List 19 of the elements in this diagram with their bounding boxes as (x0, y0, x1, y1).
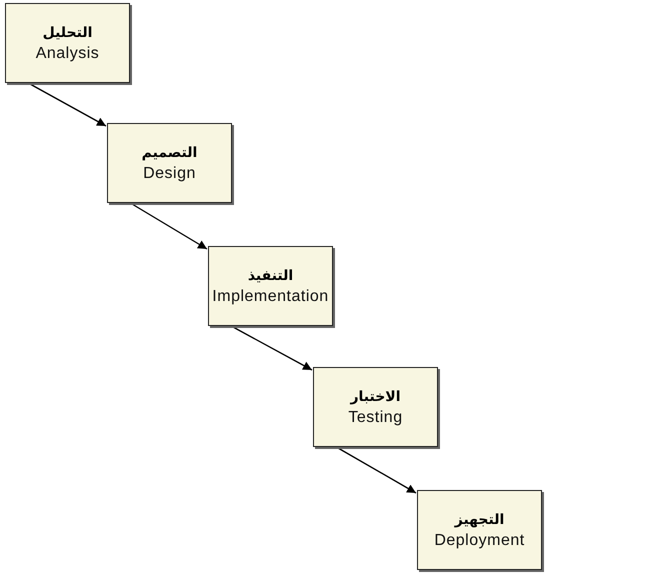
english-label: Design (143, 164, 196, 184)
arrow (338, 447, 416, 494)
process-box (417, 490, 542, 570)
english-label: Deployment (434, 530, 525, 550)
arabic-label: التجهيز (454, 510, 504, 530)
arrow (132, 203, 208, 250)
process-box (5, 3, 130, 83)
arabic-label: التحليل (42, 24, 92, 42)
process-box (208, 246, 333, 326)
english-label: Analysis (36, 44, 100, 64)
process-box (107, 123, 232, 203)
arabic-label: التنفيذ (248, 266, 294, 286)
english-label: Implementation (212, 286, 329, 306)
process-box (313, 367, 438, 447)
arabic-label: التصميم (142, 144, 198, 162)
arrow (232, 326, 312, 371)
english-label: Testing (348, 408, 403, 428)
arabic-label: الاختبار (350, 388, 401, 406)
arrow (30, 83, 106, 127)
